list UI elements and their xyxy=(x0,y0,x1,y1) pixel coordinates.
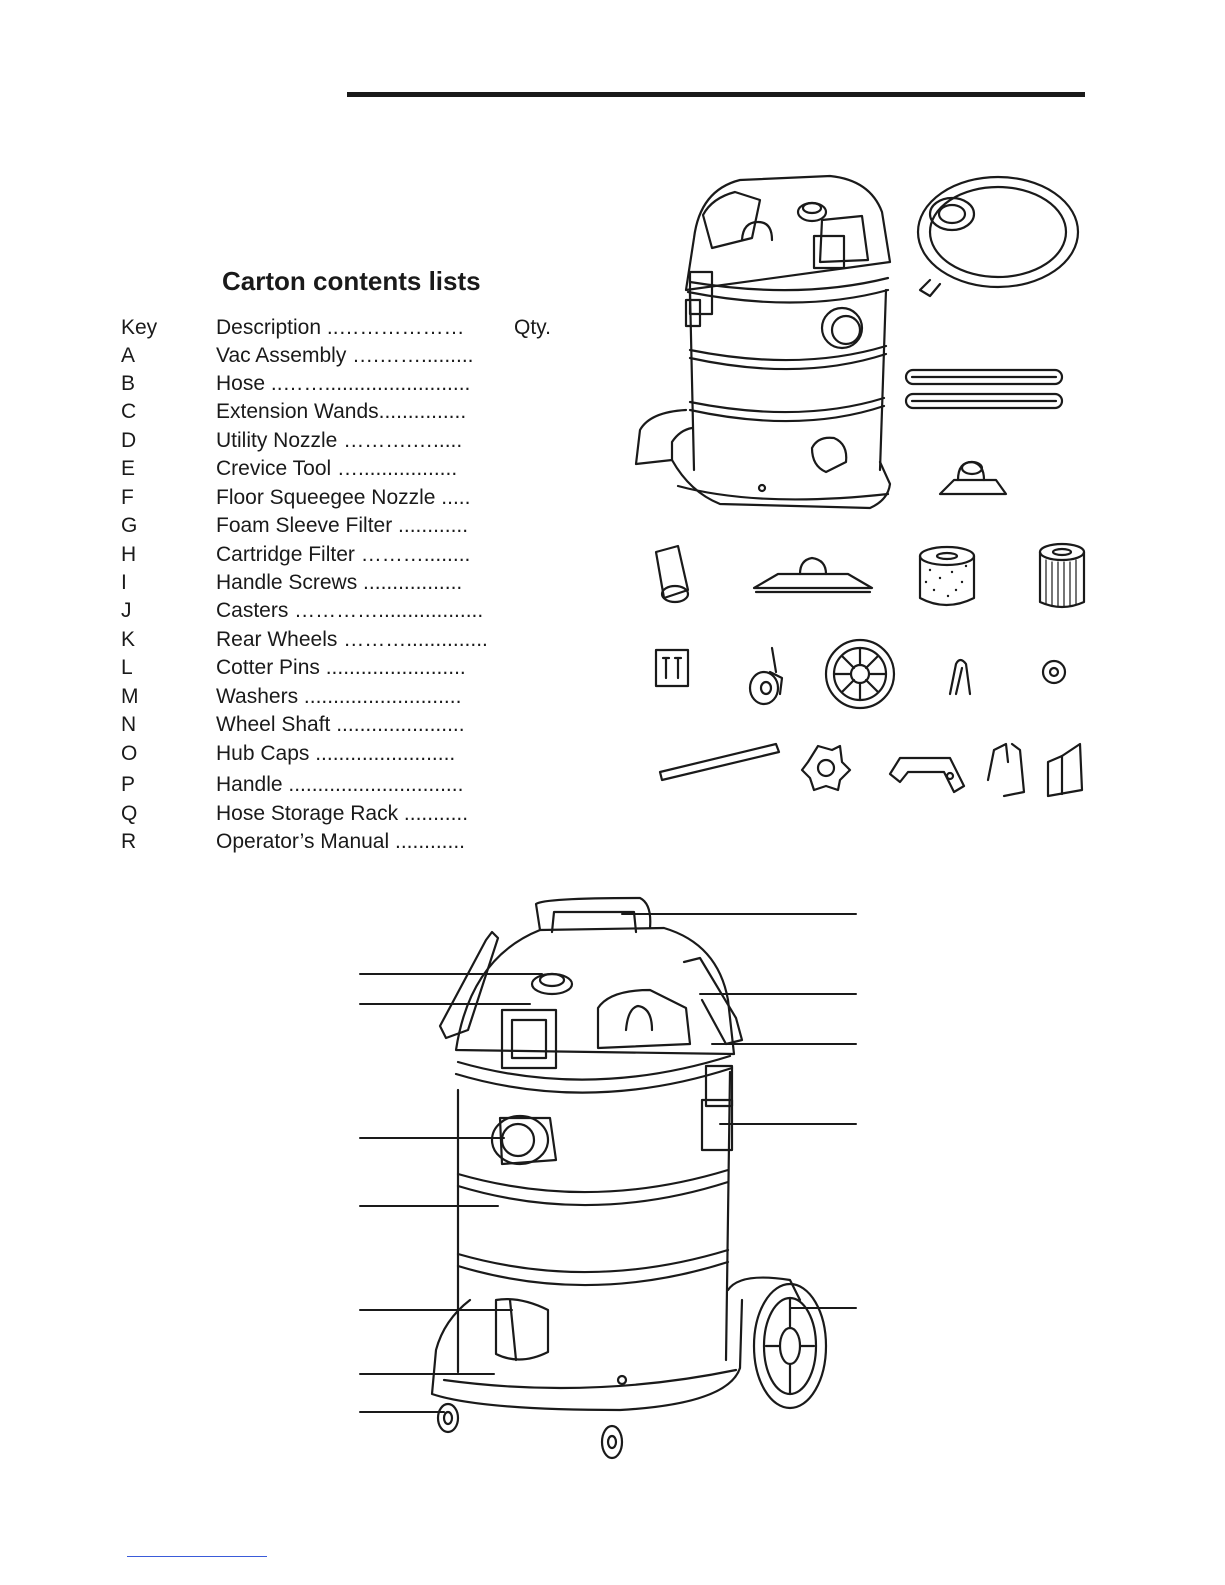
carton-contents-title: Carton contents lists xyxy=(222,266,481,296)
assembled-vacuum-diagram xyxy=(430,896,828,1460)
header-rule xyxy=(347,92,1085,97)
item-key: A xyxy=(121,344,136,367)
item-key: B xyxy=(121,372,136,395)
item-description: Hose Storage Rack ........... xyxy=(216,802,469,825)
item-description: Handle .............................. xyxy=(216,773,464,796)
item-description: Casters ………….................. xyxy=(216,599,484,622)
item-description: Hose ..……......................... xyxy=(216,372,471,395)
hose-illustration xyxy=(916,175,1080,298)
item-key: O xyxy=(121,742,138,765)
operators-manual-illustration xyxy=(1046,742,1084,798)
item-key: E xyxy=(121,457,136,480)
handle-screws-illustration xyxy=(654,648,690,688)
extension-wands-illustration xyxy=(904,368,1064,410)
item-key: Q xyxy=(121,802,138,825)
header-description: Description ..……………… xyxy=(216,316,465,339)
item-key: L xyxy=(121,656,133,679)
item-key: M xyxy=(121,685,139,708)
item-key: C xyxy=(121,400,137,423)
washer-illustration xyxy=(1041,659,1067,685)
foam-texture xyxy=(924,564,968,598)
item-key: N xyxy=(121,713,137,736)
item-description: Foam Sleeve Filter ............ xyxy=(216,514,469,537)
callout-leader-lines xyxy=(359,913,857,1413)
header-key: Key xyxy=(121,316,158,339)
header-qty: Qty. xyxy=(514,316,551,339)
hose-storage-rack-illustration xyxy=(986,742,1026,798)
footer-link-underline xyxy=(127,1556,267,1557)
wheel-shaft-illustration xyxy=(658,742,781,782)
crevice-tool-illustration xyxy=(654,544,690,604)
item-description: Rear Wheels ……….............. xyxy=(216,628,488,651)
handle-illustration xyxy=(888,756,966,794)
item-key: R xyxy=(121,830,137,853)
item-description: Wheel Shaft ...................... xyxy=(216,713,465,736)
utility-nozzle-illustration xyxy=(938,460,1008,496)
item-description: Cartridge Filter ………........ xyxy=(216,543,471,566)
cotter-pin-illustration xyxy=(948,658,972,696)
item-description: Extension Wands............... xyxy=(216,400,467,423)
cartridge-filter-illustration xyxy=(1038,542,1086,609)
item-description: Vac Assembly ….……......... xyxy=(216,344,474,367)
vac-assembly-illustration xyxy=(634,174,892,510)
item-key: I xyxy=(121,571,127,594)
item-key: J xyxy=(121,599,132,622)
item-key: H xyxy=(121,543,137,566)
item-description: Operator’s Manual ............ xyxy=(216,830,465,853)
floor-squeegee-nozzle-illustration xyxy=(752,556,874,594)
item-key: F xyxy=(121,486,134,509)
rear-wheel-illustration xyxy=(824,638,896,710)
item-key: K xyxy=(121,628,136,651)
item-description: Utility Nozzle ……….…..... xyxy=(216,429,463,452)
item-description: Floor Squeegee Nozzle ..... xyxy=(216,486,471,509)
hub-cap-illustration xyxy=(800,744,852,792)
item-description: Hub Caps ........................ xyxy=(216,742,456,765)
item-description: Cotter Pins ........................ xyxy=(216,656,466,679)
item-description: Washers ........................... xyxy=(216,685,462,708)
item-key: G xyxy=(121,514,138,537)
foam-sleeve-filter-illustration xyxy=(918,545,976,607)
item-description: Handle Screws ................. xyxy=(216,571,463,594)
item-description: Crevice Tool …................. xyxy=(216,457,458,480)
item-key: P xyxy=(121,773,136,796)
item-key: D xyxy=(121,429,137,452)
caster-illustration xyxy=(748,646,784,706)
